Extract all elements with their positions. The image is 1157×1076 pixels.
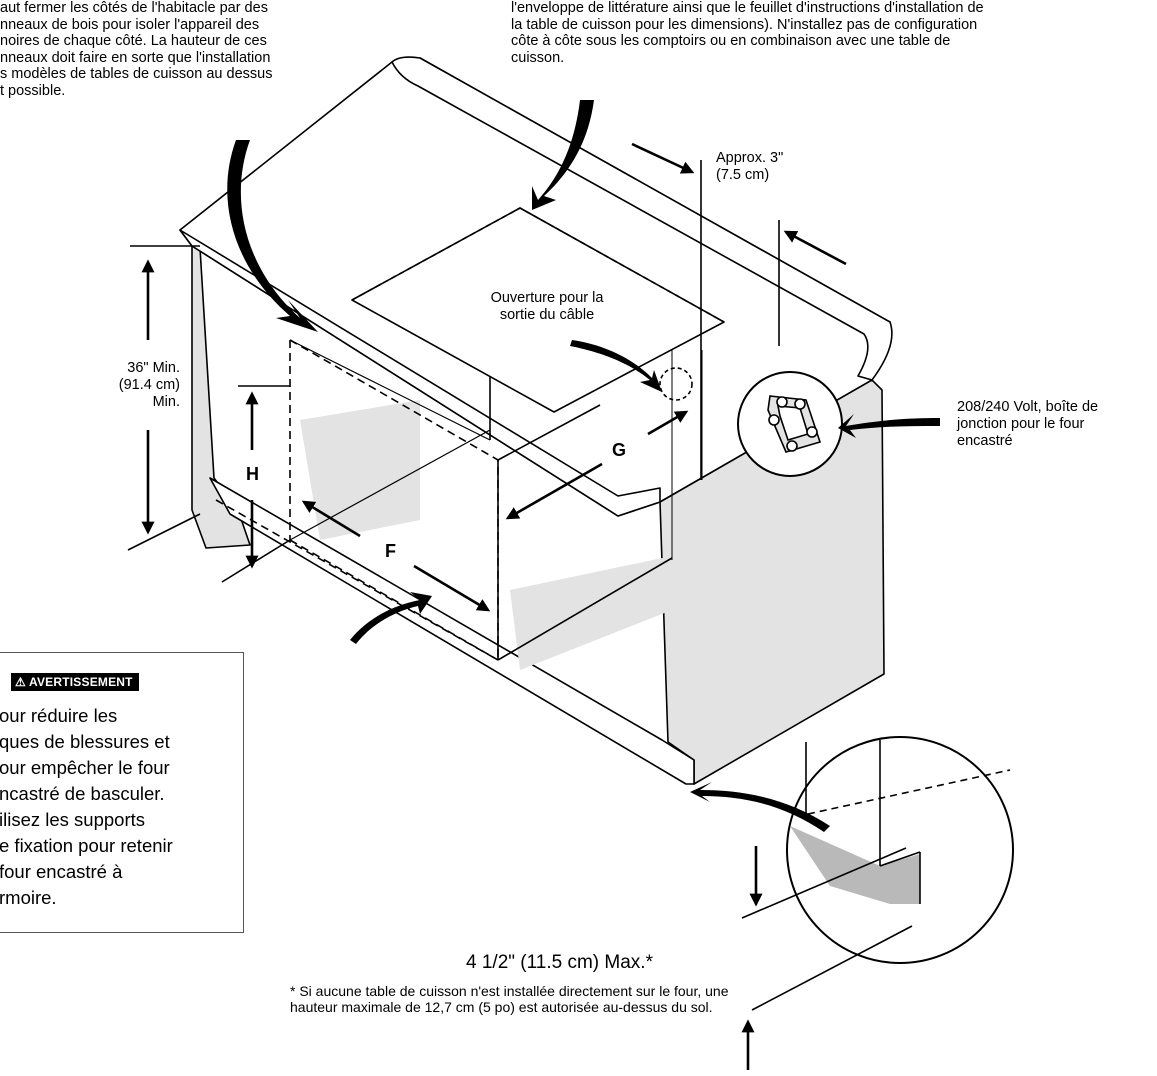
warning-box: ⚠AVERTISSEMENT our réduire les ques de b… [0,652,244,933]
dimension-letter-f: F [385,541,396,561]
detail-callout-arrow [690,782,830,832]
cooktop-note: l'enveloppe de littérature ainsi que le … [511,0,984,66]
warning-triangle-icon: ⚠ [15,675,26,689]
cable-opening-circle [659,367,693,401]
dimension-letter-h: H [246,464,259,484]
max-toe-kick-height-label: 4 1/2" (11.5 cm) Max.* [466,952,653,973]
warning-text: our réduire les ques de blessures et our… [0,705,173,908]
cabinet [179,56,893,785]
cooktop-callout-arrow [532,100,594,210]
callout-arrows [227,100,940,832]
oven-dashed-outline [215,339,499,661]
cable-callout-arrow [570,340,662,392]
cable-opening-label: Ouverture pour la sortie du câble [490,290,604,323]
warning-heading-text: AVERTISSEMENT [28,675,133,689]
junction-callout-arrow [838,414,940,438]
side-panel-note: aut fermer les côtés de l'habitacle par … [0,0,273,99]
dimension-letter-g: G [612,440,627,460]
approx-3in-label: Approx. 3" (7.5 cm) [716,150,784,183]
min-height-label: 36" Min. (91.4 cm) Min. [118,360,180,410]
footnote: * Si aucune table de cuisson n'est insta… [290,983,729,1015]
warning-heading: ⚠AVERTISSEMENT [11,673,139,691]
side-panel-callout-arrow [227,140,318,332]
dimension-lines [127,142,913,1070]
junction-box-label: 208/240 Volt, boîte de jonction pour le … [957,399,1099,449]
junction-box-icon [737,371,843,477]
toekick-callout-arrow [350,592,432,644]
